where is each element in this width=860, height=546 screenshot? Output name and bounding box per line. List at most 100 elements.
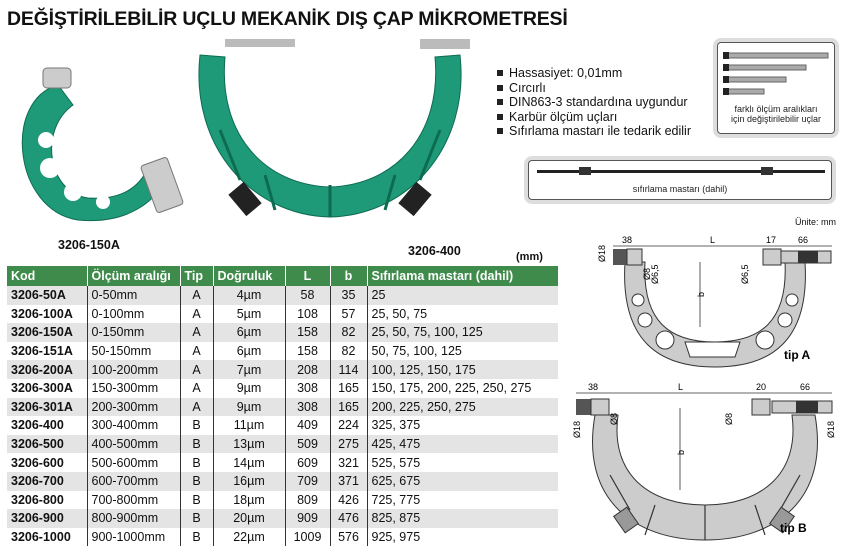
cell-tip: A xyxy=(179,360,213,379)
cell-l: 409 xyxy=(284,416,330,435)
dim-17: 17 xyxy=(766,235,776,245)
cell-l: 1009 xyxy=(284,527,330,546)
cell-b: 114 xyxy=(329,360,367,379)
anvils-box: farklı ölçüm aralıkları için değiştirile… xyxy=(717,42,835,134)
cell-tip: A xyxy=(179,304,213,324)
feature-item: Cırcırlı xyxy=(497,81,691,96)
cell-tip: A xyxy=(179,397,213,417)
tip-b-label: tip B xyxy=(780,521,807,535)
cell-tip: A xyxy=(179,341,213,361)
cell-accuracy: 20µm xyxy=(212,509,285,528)
dim-l: L xyxy=(710,235,715,245)
cell-setting-rod: 200, 225, 250, 275 xyxy=(366,397,558,417)
micrometer-3206-400-image xyxy=(198,39,470,218)
cell-kod: 3206-200A xyxy=(7,360,87,379)
cell-tip: B xyxy=(179,509,213,528)
dim-b: b xyxy=(676,450,686,455)
dim-d18b: Ø18 xyxy=(826,421,836,438)
cell-l: 108 xyxy=(284,304,330,324)
col-b: b xyxy=(329,266,367,286)
cell-accuracy: 16µm xyxy=(212,471,285,491)
cell-accuracy: 5µm xyxy=(212,304,285,324)
cell-accuracy: 14µm xyxy=(212,453,285,472)
cell-l: 609 xyxy=(284,453,330,472)
cell-b: 165 xyxy=(329,397,367,417)
cell-accuracy: 4µm xyxy=(212,286,285,305)
cell-range: 50-150mm xyxy=(86,341,180,361)
cell-l: 208 xyxy=(284,360,330,379)
dim-d18: Ø18 xyxy=(572,421,582,438)
cell-setting-rod: 325, 375 xyxy=(366,416,558,435)
cell-setting-rod: 525, 575 xyxy=(366,453,558,472)
cell-l: 58 xyxy=(284,286,330,305)
specs-table: Kod Ölçüm aralığı Tip Doğruluk L b Sıfır… xyxy=(7,266,558,546)
cell-l: 158 xyxy=(284,341,330,361)
cell-setting-rod: 725, 775 xyxy=(366,490,558,510)
cell-l: 158 xyxy=(284,323,330,342)
cell-range: 0-150mm xyxy=(86,323,180,342)
cell-range: 300-400mm xyxy=(86,416,180,435)
large-caption: 3206-400 xyxy=(408,244,461,258)
cell-tip: B xyxy=(179,471,213,491)
cell-tip: B xyxy=(179,527,213,546)
dim-66: 66 xyxy=(798,235,808,245)
cell-kod: 3206-900 xyxy=(7,509,87,528)
dim-38: 38 xyxy=(622,235,632,245)
dim-d65: Ø6,5 xyxy=(650,264,660,284)
unit-note: Ünite: mm xyxy=(795,217,837,227)
cell-l: 809 xyxy=(284,490,330,510)
cell-setting-rod: 25, 50, 75 xyxy=(366,304,558,324)
cell-setting-rod: 625, 675 xyxy=(366,471,558,491)
cell-l: 709 xyxy=(284,471,330,491)
dim-20: 20 xyxy=(756,382,766,392)
dim-d8: Ø8 xyxy=(609,413,619,425)
cell-tip: B xyxy=(179,490,213,510)
cell-accuracy: 18µm xyxy=(212,490,285,510)
cell-l: 909 xyxy=(284,509,330,528)
cell-range: 500-600mm xyxy=(86,453,180,472)
cell-setting-rod: 100, 125, 150, 175 xyxy=(366,360,558,379)
cell-range: 150-300mm xyxy=(86,378,180,398)
dim-b: b xyxy=(696,292,706,297)
micrometer-3206-150a-image xyxy=(21,67,184,222)
cell-accuracy: 9µm xyxy=(212,397,285,417)
cell-range: 100-200mm xyxy=(86,360,180,379)
cell-accuracy: 11µm xyxy=(212,416,285,435)
cell-b: 82 xyxy=(329,323,367,342)
cell-kod: 3206-500 xyxy=(7,434,87,454)
cell-kod: 3206-50A xyxy=(7,286,87,305)
cell-b: 224 xyxy=(329,416,367,435)
cell-kod: 3206-300A xyxy=(11,381,73,396)
feature-item: Sıfırlama mastarı ile tedarik edilir xyxy=(497,124,691,139)
dim-66: 66 xyxy=(800,382,810,392)
cell-l: 509 xyxy=(284,434,330,454)
col-l: L xyxy=(284,266,330,286)
cell-range: 700-800mm xyxy=(86,490,180,510)
cell-kod: 3206-1000 xyxy=(11,530,71,545)
cell-range: 800-900mm xyxy=(86,509,180,528)
cell-accuracy: 13µm xyxy=(212,434,285,454)
cell-b: 476 xyxy=(329,509,367,528)
anvils-image xyxy=(723,52,829,95)
dim-l: L xyxy=(678,382,683,392)
small-caption: 3206-150A xyxy=(58,238,120,252)
anvils-caption-1: farklı ölçüm aralıkları xyxy=(734,104,818,114)
cell-b: 165 xyxy=(329,378,367,398)
setting-rod-caption: sıfırlama mastarı (dahil) xyxy=(632,184,728,194)
feature-item: DIN863-3 standardına uygundur xyxy=(497,95,691,110)
cell-b: 371 xyxy=(329,471,367,491)
cell-kod: 3206-150A xyxy=(7,323,87,342)
cell-range: 900-1000mm xyxy=(86,527,180,546)
setting-rod-image xyxy=(537,167,825,175)
